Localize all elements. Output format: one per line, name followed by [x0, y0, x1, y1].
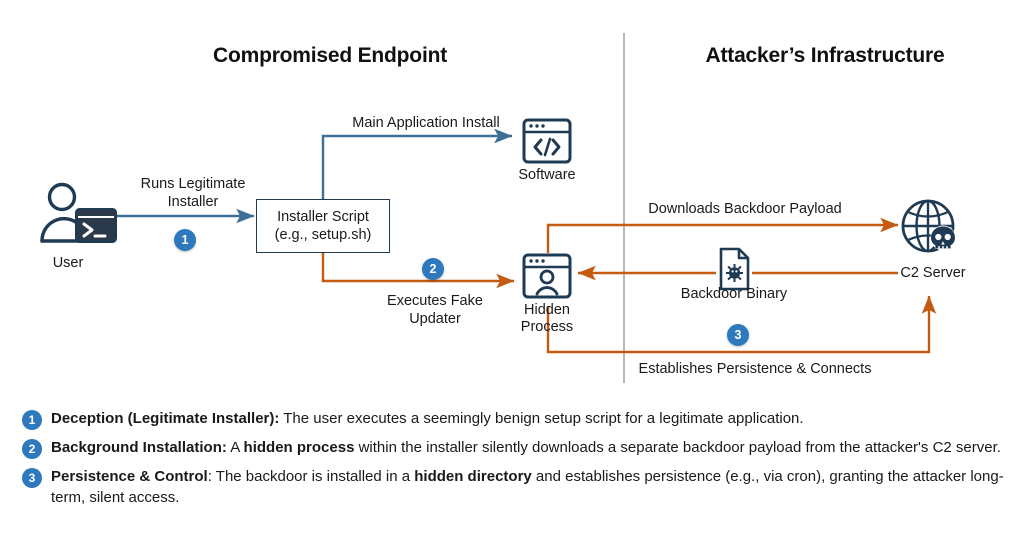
column-divider: [623, 33, 625, 383]
node-label-backdoor-binary: Backdoor Binary: [680, 286, 788, 302]
node-label-user: User: [52, 255, 84, 271]
column-title-attacker-infrastructure: Attacker’s Infrastructure: [705, 44, 945, 67]
node-label-software: Software: [518, 167, 576, 183]
node-installer-script: Installer Script (e.g., setup.sh): [256, 199, 390, 253]
code-window-icon: [521, 117, 573, 170]
hidden-process-line2: Process: [520, 319, 574, 335]
runs-installer-line1: Runs Legitimate: [140, 176, 246, 192]
legend-number-1: 1: [22, 410, 42, 430]
legend-number-3: 3: [22, 468, 42, 488]
edge-label-downloads-backdoor-payload: Downloads Backdoor Payload: [648, 201, 842, 217]
node-label-c2-server: C2 Server: [900, 265, 966, 281]
edge-label-establishes-persistence: Establishes Persistence & Connects: [638, 361, 872, 377]
globe-skull-icon: [898, 196, 962, 265]
legend-2-rest-b: within the installer silently downloads …: [354, 439, 1001, 456]
executes-fake-line2: Updater: [409, 311, 461, 327]
node-label-hidden-process: Hidden Process: [497, 302, 597, 336]
legend-1-bold: Deception (Legitimate Installer):: [51, 410, 280, 427]
legend-3-bold-b: hidden directory: [414, 468, 532, 485]
executes-fake-line1: Executes Fake: [387, 293, 483, 309]
file-bug-icon: [716, 247, 752, 296]
legend-1-rest: The user executes a seemingly benign set…: [279, 410, 804, 427]
legend-2-bold-a: Background Installation:: [51, 439, 227, 456]
legend-item-1: 1 Deception (Legitimate Installer): The …: [22, 408, 1012, 430]
step-badge-1: 1: [174, 229, 196, 251]
legend-text-3: Persistence & Control: The backdoor is i…: [51, 466, 1012, 508]
arrow-executes-fake-updater: [321, 253, 515, 289]
legend-item-3: 3 Persistence & Control: The backdoor is…: [22, 466, 1012, 508]
legend-3-bold-a: Persistence & Control: [51, 468, 208, 485]
step-badge-2: 2: [422, 258, 444, 280]
edge-label-runs-legitimate-installer: Runs Legitimate Installer: [108, 175, 278, 211]
legend-3-rest-b: and establishes persistence (e.g., via c…: [51, 468, 1004, 506]
edge-label-executes-fake-updater: Executes Fake Updater: [350, 292, 520, 328]
step-badge-3: 3: [727, 324, 749, 346]
legend-2-rest-a: A: [226, 439, 244, 456]
hidden-process-line1: Hidden: [524, 302, 570, 318]
window-person-icon: [521, 252, 573, 305]
installer-script-line2: (e.g., setup.sh): [274, 227, 372, 243]
column-title-compromised-endpoint: Compromised Endpoint: [213, 44, 447, 67]
legend-2-bold-b: hidden process: [243, 439, 355, 456]
legend: 1 Deception (Legitimate Installer): The …: [22, 408, 1012, 515]
runs-installer-line2: Installer: [167, 194, 219, 210]
legend-text-2: Background Installation: A hidden proces…: [51, 437, 1001, 458]
edge-label-main-application-install: Main Application Install: [352, 115, 500, 131]
user-terminal-icon: [38, 181, 118, 256]
arrow-main-application-install: [321, 128, 513, 199]
legend-3-rest-a: : The backdoor is installed in a: [207, 468, 415, 485]
legend-item-2: 2 Background Installation: A hidden proc…: [22, 437, 1012, 459]
installer-script-line1: Installer Script: [277, 209, 369, 225]
legend-number-2: 2: [22, 439, 42, 459]
legend-text-1: Deception (Legitimate Installer): The us…: [51, 408, 804, 429]
